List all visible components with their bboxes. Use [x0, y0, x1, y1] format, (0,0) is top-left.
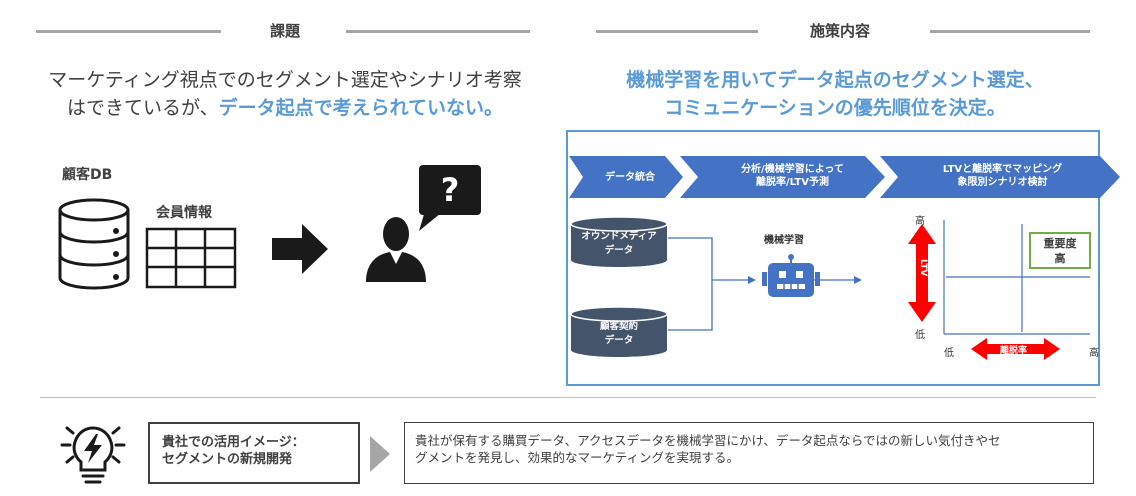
chevron-step-2 [680, 156, 885, 198]
step-1-label: データ統合 [605, 172, 655, 183]
solution-line-1: 機械学習を用いてデータ起点のセグメント選定、 [626, 69, 1044, 91]
ltv-double-arrow [908, 224, 936, 322]
importance-high-box: 重要度 高 [1029, 232, 1091, 269]
description-line-1: 貴社が保有する購買データ、アクセスデータを機械学習にかけ、データ起点ならではの新… [415, 433, 1001, 448]
step-3-label: LTVと離脱率でマッピング 象限別シナリオ検討 [900, 163, 1105, 189]
bottom-separator [40, 397, 1096, 398]
step-2-label: 分析/機械学習によって 離脱率/LTV予測 [700, 163, 885, 189]
left-header-line-a [36, 30, 221, 33]
left-section-title: 課題 [269, 22, 300, 40]
quadrant-chart [908, 220, 1090, 360]
flow-connectors [668, 237, 862, 331]
churn-axis-label: 離脱率 [1000, 346, 1028, 356]
question-mark: ? [440, 171, 460, 209]
contract-line-1: 顧客契約 [599, 321, 638, 332]
lightbulb-icon [60, 426, 126, 484]
speech-bubble-icon: ? [415, 163, 483, 237]
y-high-label: 高 [915, 216, 925, 227]
problem-line-2: はできているが、データ起点で考えられていない。 [40, 94, 530, 122]
step-3-line-1: LTVと離脱率でマッピング [942, 164, 1063, 175]
usage-line-1: 貴社での活用イメージ： [162, 435, 305, 450]
chevron-step-3 [880, 156, 1120, 198]
right-section-title: 施策内容 [809, 22, 870, 40]
left-header-line-b [346, 30, 530, 33]
arrow-right-icon [272, 224, 328, 274]
step-3-line-2: 象限別シナリオ検討 [957, 177, 1048, 188]
step-2-line-2: 離脱率/LTV予測 [756, 177, 829, 188]
problem-line-1: マーケティング視点でのセグメント選定やシナリオ考察 [48, 69, 522, 91]
owned-media-line-2: データ [604, 245, 634, 256]
usage-image-box: 貴社での活用イメージ： セグメントの新規開発 [148, 422, 360, 484]
ltv-axis-label: LTV [918, 259, 928, 277]
member-info-label: 会員情報 [156, 205, 212, 221]
right-header-line-b [930, 30, 1090, 33]
solution-panel [566, 130, 1100, 386]
importance-line-2: 高 [1054, 252, 1066, 265]
solution-line-2: コミュニケーションの優先順位を決定。 [664, 97, 1006, 119]
x-high-label: 高 [1089, 348, 1099, 359]
step-2-line-1: 分析/機械学習によって [741, 164, 844, 175]
importance-line-1: 重要度 [1043, 237, 1077, 250]
database-icon [58, 198, 130, 290]
table-icon [145, 227, 237, 289]
robot-icon [762, 254, 820, 297]
owned-media-data-cylinder [570, 216, 668, 267]
ml-label: 機械学習 [764, 235, 804, 246]
churn-double-arrow [971, 338, 1060, 360]
chevron-right-icon [370, 436, 390, 472]
process-chevrons [569, 156, 1120, 198]
owned-media-line-1: オウンドメディア [581, 231, 657, 242]
problem-line-2-highlight: データ起点で考えられていない。 [218, 97, 504, 119]
right-header-line-a [596, 30, 758, 33]
usage-line-2: セグメントの新規開発 [162, 452, 293, 467]
problem-line-2-plain: はできているが、 [66, 97, 219, 119]
contract-data-label: 顧客契約 データ [569, 320, 669, 348]
person-icon [366, 217, 426, 282]
y-low-label: 低 [915, 330, 925, 341]
contract-line-2: データ [604, 335, 634, 346]
contract-data-cylinder [570, 306, 668, 357]
usage-description-box: 貴社が保有する購買データ、アクセスデータを機械学習にかけ、データ起点ならではの新… [404, 422, 1094, 484]
owned-media-label: オウンドメディア データ [569, 230, 669, 258]
solution-statement: 機械学習を用いてデータ起点のセグメント選定、 コミュニケーションの優先順位を決定… [565, 66, 1105, 122]
x-low-label: 低 [944, 348, 954, 359]
description-line-2: グメントを発見し、効果的なマーケティングを実現する。 [415, 450, 740, 465]
customer-db-label: 顧客DB [62, 167, 113, 183]
problem-statement: マーケティング視点でのセグメント選定やシナリオ考察 はできているが、データ起点で… [40, 66, 530, 122]
chevron-step-1 [569, 156, 683, 198]
